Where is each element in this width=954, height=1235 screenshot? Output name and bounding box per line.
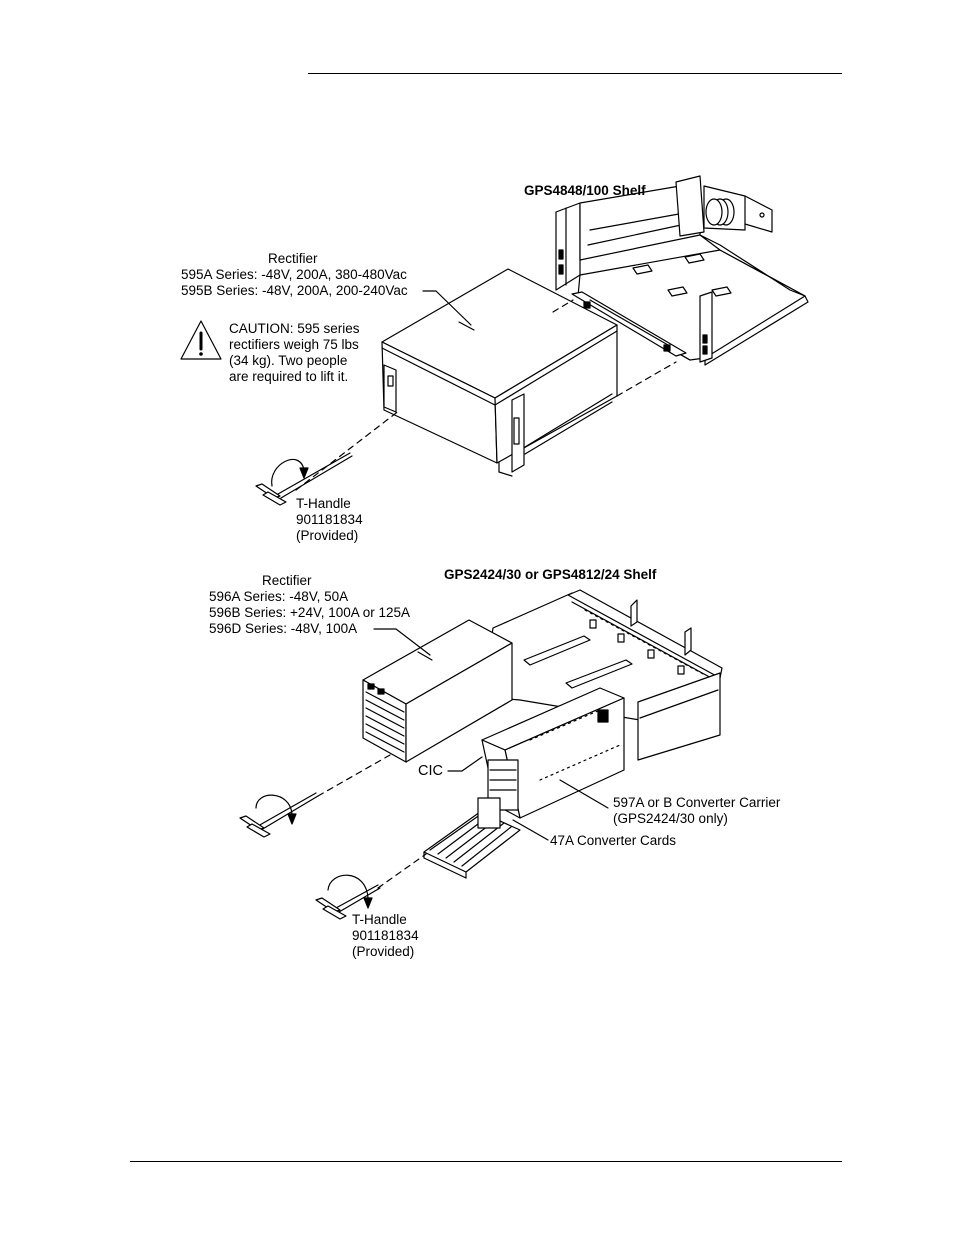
gps4848-shelf-drawing xyxy=(556,176,808,365)
bottom-rectifier-specs: 596A Series: -48V, 50A 596B Series: +24V… xyxy=(209,589,410,637)
header-rule xyxy=(308,73,842,74)
top-t-handle-part-number: 901181834 xyxy=(296,512,363,527)
top-t-handle-label: T-Handle 901181834 (Provided) xyxy=(296,496,363,544)
bottom-t-handle-part-number: 901181834 xyxy=(352,928,419,943)
gps2424-shelf-drawing xyxy=(483,590,722,760)
bottom-t-handle-provided: (Provided) xyxy=(352,944,415,959)
bottom-leader-lines xyxy=(374,629,608,840)
converter-carrier-name: 597A or B Converter Carrier xyxy=(613,795,781,810)
converter-cards-drawing xyxy=(424,798,520,878)
caution-note: CAUTION: 595 series rectifiers weigh 75 … xyxy=(229,321,360,385)
cic-label: CIC xyxy=(418,763,443,779)
bottom-rectifier-spec-596a: 596A Series: -48V, 50A xyxy=(209,589,349,604)
bottom-insertion-lines xyxy=(318,755,426,888)
bottom-t-handle-name: T-Handle xyxy=(352,912,407,927)
top-shelf-title: GPS4848/100 Shelf xyxy=(524,183,646,198)
converter-carrier-drawing xyxy=(482,688,624,818)
converter-carrier-note: (GPS2424/30 only) xyxy=(613,811,728,826)
bottom-shelf-title: GPS2424/30 or GPS4812/24 Shelf xyxy=(444,567,657,582)
596-rectifier-drawing xyxy=(363,620,512,762)
bottom-rectifier-heading: Rectifier xyxy=(262,573,312,588)
top-t-handle-provided: (Provided) xyxy=(296,528,359,543)
converter-cards-label: 47A Converter Cards xyxy=(550,833,677,848)
caution-line-4: are required to lift it. xyxy=(229,369,349,384)
bottom-rectifier-spec-596d: 596D Series: -48V, 100A xyxy=(209,621,358,636)
caution-icon xyxy=(181,321,221,359)
top-t-handle-name: T-Handle xyxy=(296,496,351,511)
caution-line-1: CAUTION: 595 series xyxy=(229,321,360,336)
top-rectifier-specs: 595A Series: -48V, 200A, 380-480Vac 595B… xyxy=(181,267,408,299)
t-handle-middle-drawing xyxy=(240,793,318,837)
595-rectifier-drawing xyxy=(382,269,617,476)
footer-rule xyxy=(130,1161,842,1162)
caution-line-3: (34 kg). Two people xyxy=(229,353,348,368)
top-rectifier-spec-595a: 595A Series: -48V, 200A, 380-480Vac xyxy=(181,267,407,282)
t-handle-top-drawing xyxy=(256,453,352,505)
bottom-rectifier-spec-596b: 596B Series: +24V, 100A or 125A xyxy=(209,605,411,620)
top-rectifier-spec-595b: 595B Series: -48V, 200A, 200-240Vac xyxy=(181,283,408,298)
top-leader-lines xyxy=(423,291,471,325)
caution-line-2: rectifiers weigh 75 lbs xyxy=(229,337,359,352)
top-insertion-lines xyxy=(296,300,676,490)
top-rectifier-heading: Rectifier xyxy=(268,251,318,266)
t-handle-bottom-drawing xyxy=(316,875,380,919)
bottom-t-handle-label: T-Handle 901181834 (Provided) xyxy=(352,912,419,960)
converter-carrier-label: 597A or B Converter Carrier (GPS2424/30 … xyxy=(613,795,780,827)
